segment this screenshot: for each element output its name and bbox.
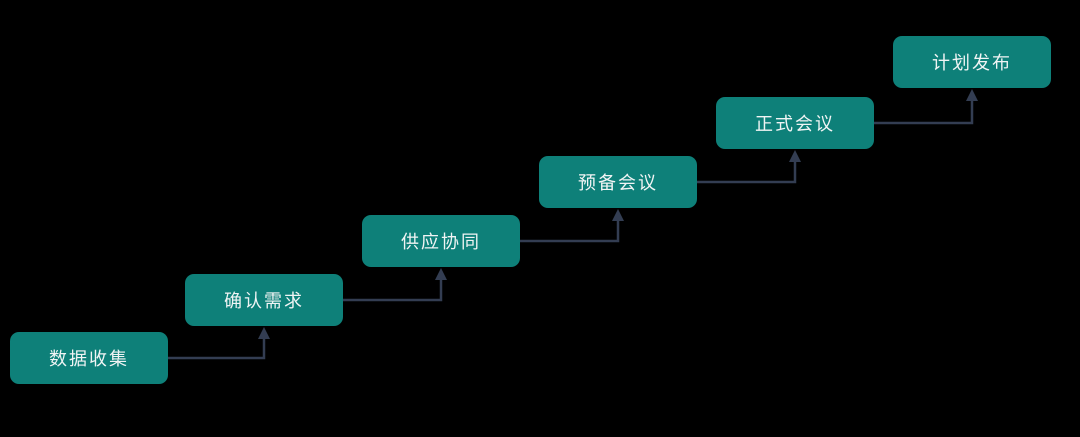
connector-confirm-requirements-to-supply-collaboration [343, 268, 447, 302]
node-formal-meeting: 正式会议 [716, 97, 874, 149]
connector-supply-collaboration-to-preparatory-meeting [520, 209, 624, 243]
node-label: 计划发布 [932, 53, 1012, 73]
node-label: 数据收集 [49, 349, 129, 369]
node-confirm-requirements: 确认需求 [185, 274, 343, 326]
node-label: 供应协同 [401, 232, 481, 252]
node-data-collection: 数据收集 [10, 332, 168, 384]
node-preparatory-meeting: 预备会议 [539, 156, 697, 208]
node-supply-collaboration: 供应协同 [362, 215, 520, 267]
connector-preparatory-meeting-to-formal-meeting [697, 150, 801, 184]
node-label: 正式会议 [755, 114, 835, 134]
connector-formal-meeting-to-plan-release [874, 89, 978, 125]
node-label: 预备会议 [578, 173, 658, 193]
connector-data-collection-to-confirm-requirements [168, 327, 270, 360]
node-plan-release: 计划发布 [893, 36, 1051, 88]
node-label: 确认需求 [224, 291, 304, 311]
